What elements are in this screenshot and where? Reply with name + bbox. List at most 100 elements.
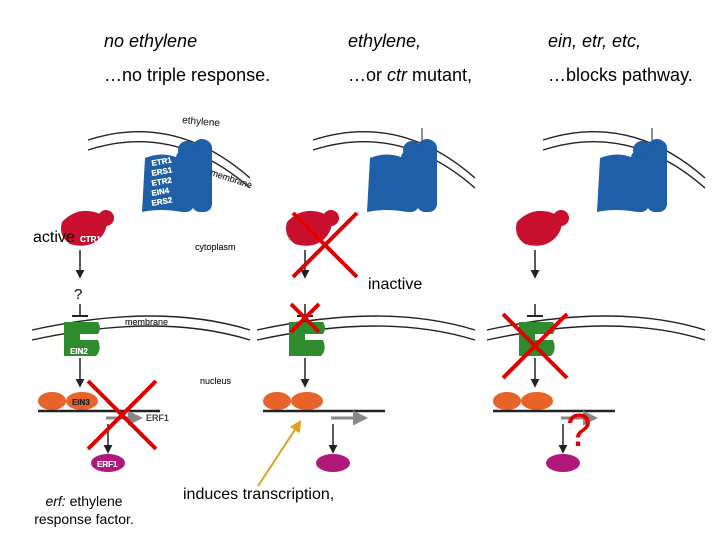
panel2-ein3-right — [291, 392, 323, 410]
panel1-nuclear-membrane-label: membrane — [125, 317, 168, 327]
panel3-receptor-right — [647, 140, 667, 212]
panel2-receptor-name-ein4: EIN4 — [151, 186, 171, 198]
panel1-plasma-membrane-inner — [87, 140, 251, 189]
cross-panel2-inhibition — [289, 302, 321, 334]
label-inactive: inactive — [368, 276, 423, 293]
panel2-erf1-label: ERF1 — [97, 460, 118, 469]
panel3-receptor-name-etr1: ETR1 — [151, 155, 173, 168]
panel2-receptor-head-b — [418, 139, 436, 157]
panel1-ein2-shape — [64, 322, 100, 356]
cross-panel1-transcription-stroke-b — [86, 379, 158, 451]
panel2-ethylene-label: ethylene — [182, 115, 221, 129]
panel2-receptor-name-etr1: ETR1 — [151, 155, 173, 168]
panel3-ein2-label: EIN2 — [70, 347, 88, 356]
panel3-gene-label: ERF1 — [146, 413, 169, 423]
panel2-plasma-membrane-inner — [312, 140, 476, 189]
panel2-plasma-membrane-outer — [312, 130, 476, 179]
panel3-ctr1-shape — [516, 210, 562, 246]
panel1-erf1-label: ERF1 — [97, 460, 118, 469]
erf-def-em: erf: — [45, 493, 66, 509]
panel3-erf1-shape — [546, 454, 580, 472]
header-col1-line1: no ethylene — [104, 31, 198, 51]
panel2-receptor-name-etr2: ETR2 — [151, 175, 173, 188]
cross-panel1-transcription — [86, 379, 158, 451]
panel3-unknown-label: ? — [74, 286, 82, 303]
label-induces-transcription: induces transcription, — [183, 486, 335, 503]
panel2-ein2-label: EIN2 — [70, 347, 88, 356]
panel1-cytoplasm-label: cytoplasm — [195, 242, 236, 252]
header-col2-pre: …or — [348, 65, 388, 85]
panel2-ctr1-knob — [323, 210, 339, 226]
panel1-erf1-shape — [91, 454, 125, 472]
panel3-receptor-body — [597, 154, 637, 212]
panel2-receptor-body — [367, 154, 407, 212]
panel1-receptor-name-etr1: ETR1 — [151, 155, 173, 168]
panel3-nuclear-membrane-label: membrane — [125, 317, 168, 327]
panel2-nuclear-membrane-label: membrane — [125, 317, 168, 327]
panel1-ctr1-label: CTR1 — [80, 235, 101, 244]
induces-transcription-arrow — [257, 419, 302, 487]
panel1 — [31, 130, 251, 472]
erf-def-line2: response factor. — [34, 511, 134, 527]
panel3-receptor-name-etr2: ETR2 — [151, 175, 173, 188]
header-col3-line2: …blocks pathway. — [548, 65, 693, 85]
panel3-receptor-name-ers1: ERS1 — [151, 165, 174, 178]
panel1-plasma-membrane-outer — [87, 130, 251, 179]
panel1-ctr1-shape — [61, 210, 107, 246]
panel1-ein3-label: EIN3 — [72, 398, 90, 407]
panel3-receptor-name-ein4: EIN4 — [151, 186, 171, 198]
panel1-receptor-head-a — [178, 141, 196, 159]
panel3-ctr1-label: CTR1 — [80, 235, 101, 244]
cross-panel2-ctr1-stroke-b — [291, 211, 359, 279]
panel1-gene-label: ERF1 — [146, 413, 169, 423]
header-col3-line1: ein, etr, etc, — [548, 31, 642, 51]
big-question-mark: ? — [566, 404, 592, 456]
panel2-nucleus-label: nucleus — [200, 376, 232, 386]
panel1-nucleus-label: nucleus — [200, 376, 232, 386]
panel2-nuclear-membrane-outer — [256, 315, 476, 331]
cross-panel3-ein2 — [501, 312, 569, 380]
panel2-cytoplasm-label: cytoplasm — [195, 242, 236, 252]
panel3-membrane-label: membrane — [209, 167, 253, 190]
panel1-nuclear-membrane-outer — [31, 315, 251, 331]
panel1-ein3-right — [66, 392, 98, 410]
panel2 — [256, 128, 476, 472]
panel3-ein3-label: EIN3 — [72, 398, 90, 407]
panel3-nuclear-membrane-outer — [486, 315, 706, 331]
panel1-ein3-left — [38, 392, 66, 410]
header-col2-em: ctr — [387, 65, 408, 85]
panel1-receptor-name-ers1: ERS1 — [151, 165, 174, 178]
panel1-ein2-label: EIN2 — [70, 347, 88, 356]
cross-panel3-ein2-stroke-b — [501, 312, 569, 380]
panel1-nuclear-membrane-inner — [31, 325, 251, 341]
panel2-ein3-left — [263, 392, 291, 410]
panel3-nuclear-membrane-inner — [486, 325, 706, 341]
erf-definition: erf: ethylene response factor. — [26, 492, 142, 528]
panel1-ctr1-knob — [98, 210, 114, 226]
panel2-ein3-label: EIN3 — [72, 398, 90, 407]
panel2-receptor-right — [417, 140, 437, 212]
panel1-receptor-body — [142, 154, 182, 212]
panel3-erf1-label: ERF1 — [97, 460, 118, 469]
panel1-receptor-name-etr2: ETR2 — [151, 175, 173, 188]
panel1-receptor-name-ein4: EIN4 — [151, 186, 171, 198]
panel2-receptor-name-ers1: ERS1 — [151, 165, 174, 178]
label-active: active — [33, 229, 75, 246]
panel2-erf1-shape — [316, 454, 350, 472]
panel3-ctr1-knob — [553, 210, 569, 226]
erf-def-rest: ethylene — [65, 493, 123, 509]
panel3-cytoplasm-label: cytoplasm — [195, 242, 236, 252]
panel3-plasma-membrane-outer — [542, 130, 706, 179]
panel2-nuclear-membrane-inner — [256, 325, 476, 341]
panel1-receptor-name-ers2: ERS2 — [151, 195, 174, 208]
panel2-gene-label: ERF1 — [146, 413, 169, 423]
header-col2-post: mutant, — [407, 65, 473, 85]
panel2-unknown-label: ? — [74, 286, 82, 303]
panel3 — [486, 128, 706, 472]
panel3-ethylene-label: ethylene — [182, 115, 221, 129]
panel3-receptor-name-ers2: ERS2 — [151, 195, 174, 208]
panel3-receptor-head-b — [648, 139, 666, 157]
panel3-ein2-shape — [519, 322, 555, 356]
panel1-receptor-head-b — [193, 139, 211, 157]
